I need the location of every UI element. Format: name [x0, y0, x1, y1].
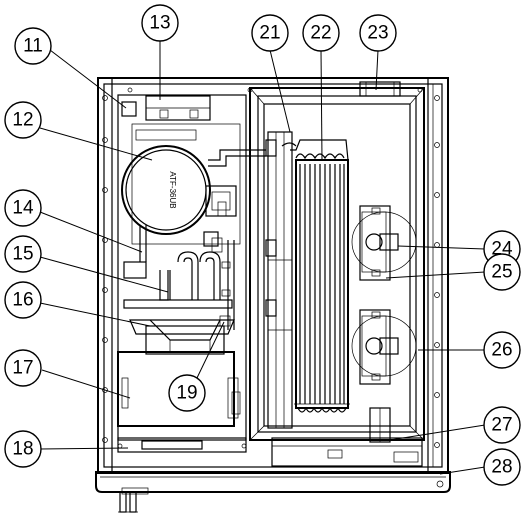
- callout-18: 18: [4, 430, 42, 468]
- leader-lines: [39, 40, 486, 475]
- callout-12-label: 12: [12, 110, 33, 131]
- callout-17-label: 17: [12, 358, 33, 379]
- drain-tray: [271, 407, 423, 467]
- callout-21-label: 21: [259, 23, 280, 44]
- callout-22: 22: [302, 14, 340, 52]
- base-pan: [95, 471, 451, 513]
- right-rail-screws: [434, 95, 440, 448]
- compressor: ATF-36UB: [121, 145, 266, 235]
- cabinet: [97, 77, 449, 474]
- callout-12: 12: [4, 101, 42, 139]
- coil-header: [265, 131, 293, 429]
- callout-21: 21: [251, 14, 289, 52]
- callout-19-label: 19: [176, 383, 197, 404]
- fan-lower: [351, 309, 417, 385]
- callout-15: 15: [4, 235, 42, 273]
- callout-18-label: 18: [12, 439, 33, 460]
- callout-27-label: 27: [491, 415, 512, 436]
- callout-15-label: 15: [12, 244, 33, 265]
- callout-14-label: 14: [12, 198, 34, 219]
- callout-28-label: 28: [491, 457, 512, 478]
- compressor-model-label: ATF-36UB: [168, 171, 177, 208]
- callout-22-label: 22: [310, 23, 331, 44]
- callout-13: 13: [141, 4, 179, 42]
- callout-26: 26: [483, 331, 521, 369]
- callout-16: 16: [4, 281, 42, 319]
- callout-19: 19: [168, 374, 206, 412]
- callout-25: 25: [483, 253, 521, 291]
- callout-27: 27: [483, 406, 521, 444]
- callout-26-label: 26: [491, 340, 512, 361]
- callout-23: 23: [359, 14, 397, 52]
- callout-11-label: 11: [23, 36, 43, 57]
- left-rail-screws: [102, 95, 108, 443]
- callout-11: 11: [14, 27, 52, 65]
- callout-23-label: 23: [367, 23, 388, 44]
- piping-assembly: [123, 225, 235, 330]
- compressor-compartment: [117, 94, 247, 441]
- fan-upper: [351, 205, 417, 281]
- callout-14: 14: [4, 189, 42, 227]
- callout-16-label: 16: [12, 290, 33, 311]
- callout-17: 17: [4, 349, 42, 387]
- callout-13-label: 13: [149, 13, 170, 34]
- callout-25-label: 25: [491, 262, 512, 283]
- base-bracket: [117, 437, 247, 453]
- callout-28: 28: [483, 448, 521, 486]
- electrical-box: [117, 351, 241, 427]
